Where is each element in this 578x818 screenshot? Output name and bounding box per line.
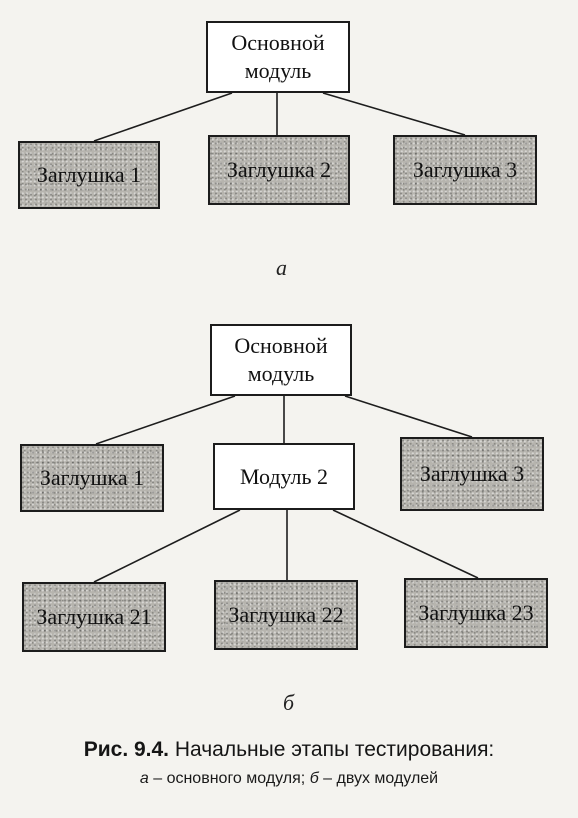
edge-b-module2-stub21 bbox=[93, 509, 241, 583]
stub-label: Заглушка 1 bbox=[39, 465, 145, 490]
stub-box-b-3: Заглушка 3 bbox=[400, 437, 544, 511]
edge-b-root-stub3 bbox=[344, 395, 473, 438]
figure-number: Рис. 9.4. bbox=[83, 738, 170, 761]
main-module-box-b: Основной модуль bbox=[210, 324, 352, 396]
module-2-label: Модуль 2 bbox=[239, 463, 329, 489]
sub-b-letter: б bbox=[309, 770, 319, 787]
stub-box-b-1: Заглушка 1 bbox=[20, 444, 164, 512]
diagram-b-label: б bbox=[283, 690, 295, 715]
stub-label: Заглушка 1 bbox=[36, 162, 142, 187]
figure-title: Начальные этапы тестирования: bbox=[169, 738, 495, 761]
stub-box-a-2: Заглушка 2 bbox=[208, 135, 350, 205]
edge-b-root-stub1 bbox=[95, 395, 236, 445]
figure-caption-title: Рис. 9.4. Начальные этапы тестирования: bbox=[0, 738, 578, 762]
sub-a-letter: а bbox=[139, 770, 149, 787]
main-module-label-line1: Основной bbox=[231, 30, 325, 55]
diagram-a-label: а bbox=[276, 255, 287, 280]
module-2-box: Модуль 2 bbox=[213, 443, 355, 510]
edge-b-module2-stub23 bbox=[332, 509, 479, 579]
stub-box-b-23: Заглушка 23 bbox=[404, 578, 548, 648]
main-module-label-line1: Основной bbox=[234, 333, 328, 358]
edge-a-root-stub3 bbox=[322, 92, 466, 136]
stub-box-b-21: Заглушка 21 bbox=[22, 582, 166, 652]
stub-box-a-1: Заглушка 1 bbox=[18, 141, 160, 209]
stub-label: Заглушка 22 bbox=[228, 602, 344, 627]
main-module-label-line2: модуль bbox=[244, 58, 312, 83]
stub-label: Заглушка 3 bbox=[412, 157, 518, 182]
stub-label: Заглушка 3 bbox=[419, 461, 525, 486]
sub-a-text: – основного модуля; bbox=[148, 770, 310, 787]
figure-caption-subtitle: а – основного модуля; б – двух модулей bbox=[0, 770, 578, 788]
stub-label: Заглушка 23 bbox=[418, 600, 534, 625]
stub-box-b-22: Заглушка 22 bbox=[214, 580, 358, 650]
stub-label: Заглушка 21 bbox=[36, 604, 152, 629]
main-module-box-a: Основной модуль bbox=[206, 21, 350, 93]
main-module-label-line2: модуль bbox=[247, 361, 315, 386]
stub-box-a-3: Заглушка 3 bbox=[393, 135, 537, 205]
edge-a-root-stub1 bbox=[93, 92, 233, 142]
stub-label: Заглушка 2 bbox=[226, 157, 332, 182]
sub-b-text: – двух модулей bbox=[318, 770, 439, 787]
